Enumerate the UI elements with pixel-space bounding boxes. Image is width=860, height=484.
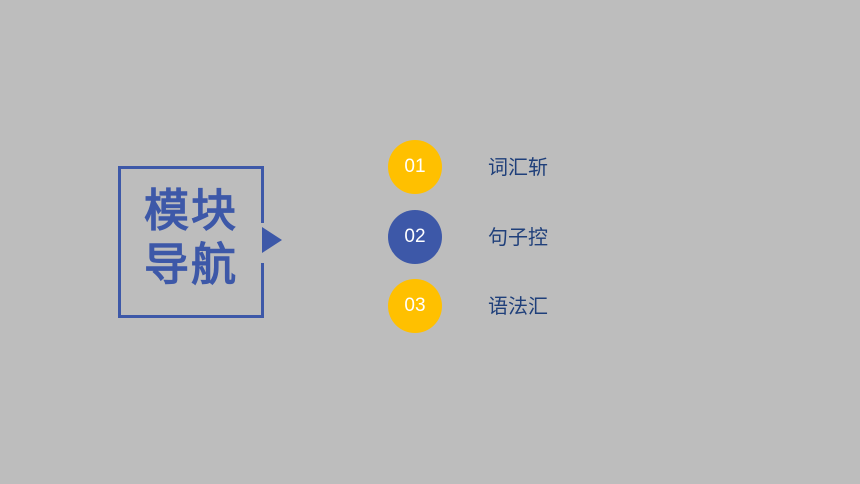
module-title: 模块 导航 bbox=[132, 184, 250, 292]
nav-item-grammar[interactable]: 03 语法汇 bbox=[388, 279, 608, 333]
module-title-line2: 导航 bbox=[143, 238, 238, 291]
nav-number-badge: 03 bbox=[388, 279, 442, 333]
module-title-line1: 模块 bbox=[143, 184, 238, 237]
play-arrow-icon bbox=[262, 227, 282, 253]
nav-label: 句子控 bbox=[488, 225, 548, 249]
nav-label: 词汇斩 bbox=[488, 155, 548, 179]
nav-item-vocabulary[interactable]: 01 词汇斩 bbox=[388, 140, 608, 194]
nav-number-badge: 01 bbox=[388, 140, 442, 194]
nav-item-sentences[interactable]: 02 句子控 bbox=[388, 210, 608, 264]
nav-label: 语法汇 bbox=[488, 294, 548, 318]
nav-number-badge: 02 bbox=[388, 210, 442, 264]
